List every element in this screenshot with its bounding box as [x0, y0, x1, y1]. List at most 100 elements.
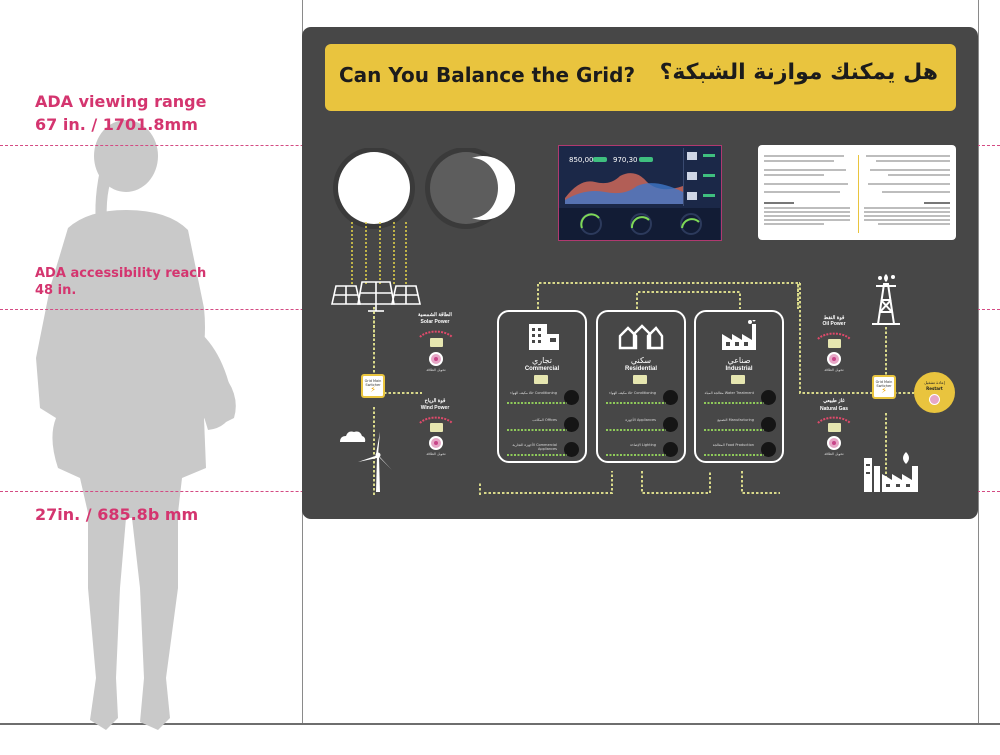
info-text-line	[764, 155, 844, 157]
right-switch-label: Grid Main Switcher	[875, 380, 893, 388]
screen-gauges	[580, 213, 702, 235]
sector-label-ar: صناعي	[727, 356, 751, 365]
screen-value-right: 970,30	[613, 156, 638, 164]
screen-badge-left	[593, 157, 607, 162]
load-label: المعالجة Food Production	[712, 443, 754, 447]
load-label: المكاتب Offices	[532, 418, 557, 422]
info-text-line	[764, 169, 846, 171]
oil-gauge-icon	[817, 332, 851, 340]
info-text-line	[764, 191, 840, 193]
commercial-building-icon	[529, 324, 559, 350]
info-text-line	[764, 174, 824, 176]
info-divider	[858, 155, 859, 233]
info-text-line	[764, 215, 850, 217]
gas-sub: تحويل الطاقة	[824, 452, 844, 456]
left-grid-switch[interactable]: Grid Main Switcher ⚡	[361, 374, 385, 398]
oil-sub: تحويل الطاقة	[824, 368, 844, 372]
info-text-line	[864, 207, 950, 209]
info-text-line	[870, 169, 950, 171]
gas-indicator	[828, 423, 841, 432]
bolt-icon: ⚡	[881, 386, 887, 395]
sector-label-en: Commercial	[524, 366, 560, 372]
load-bar	[606, 429, 666, 431]
restart-button[interactable]	[929, 394, 940, 405]
load-bar	[704, 454, 764, 456]
grid-wiring	[373, 282, 914, 497]
load-label: التصنيع Manufacturing	[717, 418, 754, 422]
load-bar	[606, 454, 666, 456]
ada-viewing-title: ADA viewing range	[35, 92, 207, 111]
title-banner	[325, 44, 956, 111]
gas-button[interactable]	[827, 436, 841, 450]
restart-control[interactable]: إعادة تشغيل Restart	[914, 372, 955, 413]
wind-button[interactable]	[429, 436, 443, 450]
load-knob[interactable]	[663, 417, 678, 432]
load-knob[interactable]	[564, 417, 579, 432]
floor-line	[0, 723, 1000, 725]
load-bar	[704, 429, 764, 431]
load-label: معالجة المياه Water Treatment	[704, 391, 754, 395]
screen-sidebar	[683, 148, 684, 206]
info-text-line	[882, 191, 950, 193]
info-text-line	[878, 223, 950, 225]
screen-sidebar-icons	[687, 152, 715, 200]
title-arabic: هل يمكنك موازنة الشبكة؟	[659, 60, 938, 85]
load-knob[interactable]	[564, 390, 579, 405]
wind-turbine-icon	[340, 431, 392, 492]
screen-badge-right	[639, 157, 653, 162]
info-text-line	[864, 215, 950, 217]
load-label: الأجهزة Appliances	[625, 418, 656, 422]
wall-right-edge	[978, 0, 979, 724]
load-knob[interactable]	[761, 442, 776, 457]
wind-label-ar: قوة الرياح	[424, 398, 446, 404]
sector-label-en: Residential	[624, 366, 657, 372]
info-text-line	[764, 219, 850, 221]
sector-indicator	[731, 375, 745, 384]
screen-chart	[565, 173, 683, 204]
gas-label-en: Natural Gas	[819, 406, 849, 412]
industrial-factory-icon	[722, 320, 756, 350]
solar-button[interactable]	[429, 352, 443, 366]
load-knob[interactable]	[761, 390, 776, 405]
info-text-line	[764, 207, 850, 209]
sector-label-ar: تجاري	[532, 356, 552, 365]
title-english: Can You Balance the Grid?	[339, 63, 636, 87]
info-text-line	[864, 219, 950, 221]
restart-label-ar: إعادة تشغيل	[924, 380, 945, 385]
load-knob[interactable]	[663, 390, 678, 405]
cloud-icon	[340, 431, 366, 442]
load-knob[interactable]	[663, 442, 678, 457]
wind-label-en: Wind Power	[420, 405, 450, 411]
load-label: مكيف الهواء Air Conditioning	[609, 391, 656, 395]
load-bar	[507, 429, 567, 431]
sector-indicator	[633, 375, 647, 384]
residential-houses-icon	[618, 324, 664, 350]
restart-label-en: Restart	[926, 386, 943, 391]
right-grid-switch[interactable]: Grid Main Switcher ⚡	[872, 375, 896, 399]
load-bar	[606, 402, 666, 404]
load-label: مكيف الهواء Air Conditioning	[510, 391, 557, 395]
load-knob[interactable]	[564, 442, 579, 457]
oil-rig-icon	[872, 274, 900, 325]
oil-indicator	[828, 339, 841, 348]
wind-sub: تحويل الطاقة	[426, 452, 446, 456]
solar-gauge-icon	[419, 330, 453, 338]
load-knob[interactable]	[761, 417, 776, 432]
info-card	[758, 145, 956, 240]
left-switch-label: Grid Main Switcher	[364, 379, 382, 387]
info-text-line	[888, 174, 950, 176]
solar-sub: تحويل الطاقة	[426, 368, 446, 372]
oil-label-en: Oil Power	[822, 321, 846, 327]
solar-panel-icon	[331, 281, 421, 312]
sector-label-ar: سكني	[630, 356, 652, 365]
ada-floor-value: 27in. / 685.8b mm	[35, 505, 199, 524]
solar-label-ar: الطاقة الشمسية	[418, 312, 452, 318]
person-silhouette	[36, 120, 236, 730]
dashboard-screen: 850,00 970,30	[558, 145, 722, 241]
load-bar	[704, 402, 764, 404]
sector-card-industrial: صناعي Industrial معالجة المياه Water Tre…	[694, 310, 784, 463]
load-label: الأجهزة التجارية Commercial Appliances	[512, 443, 557, 451]
ada-viewing-value: 67 in. / 1701.8mm	[35, 115, 198, 134]
info-text-line	[764, 160, 834, 162]
oil-button[interactable]	[827, 352, 841, 366]
